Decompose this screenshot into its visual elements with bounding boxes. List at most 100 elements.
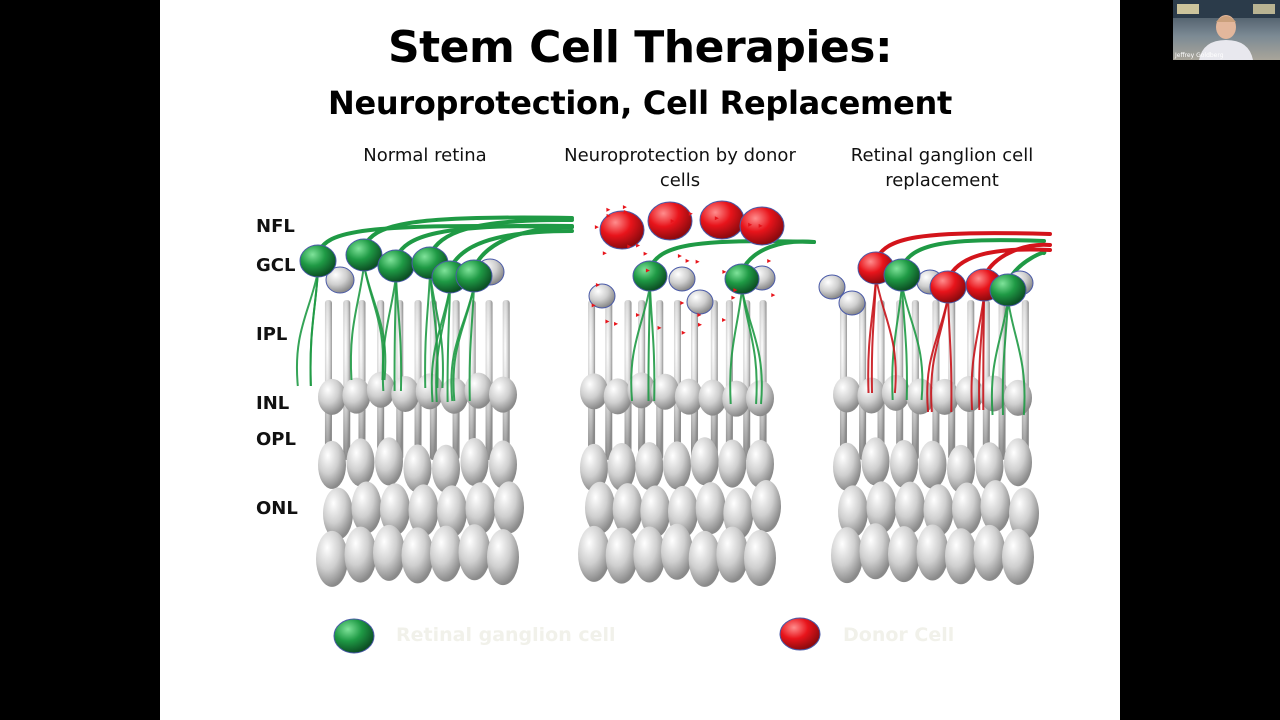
neurotrophic-factor — [670, 219, 675, 224]
retinal-ganglion-cell — [377, 249, 415, 283]
neurotrophic-factor — [623, 209, 628, 214]
neurotrophic-factor — [685, 258, 690, 263]
neurotrophic-factor — [595, 283, 600, 288]
dendrite — [381, 275, 397, 392]
muller-process — [743, 300, 751, 460]
photoreceptor-cell — [690, 437, 719, 486]
neurotrophic-factor — [714, 216, 719, 221]
dendrite — [729, 288, 743, 405]
neurotrophic-factor — [645, 268, 650, 273]
photoreceptor-cell — [318, 440, 346, 489]
presentation-slide: Stem Cell Therapies: Neuroprotection, Ce… — [160, 0, 1120, 720]
photoreceptor-cell — [465, 482, 496, 535]
muller-process — [759, 300, 767, 460]
panel-rgc-replacement — [818, 231, 1052, 585]
panel-title-normal-retina: Normal retina — [363, 145, 487, 166]
muller-process — [414, 300, 422, 460]
layer-label-onl: ONL — [256, 498, 298, 519]
photoreceptor-cell — [744, 529, 776, 586]
layer-label-inl: INL — [256, 393, 290, 414]
dendrite — [296, 270, 319, 387]
muller-process — [1021, 300, 1029, 460]
photoreceptor-cell — [351, 481, 382, 534]
neurotrophic-factor — [614, 321, 619, 326]
photoreceptor-cell — [859, 523, 892, 580]
photoreceptor-cell — [688, 530, 721, 587]
axon — [740, 239, 816, 273]
photoreceptor-cell — [401, 527, 434, 584]
photoreceptor-cell — [346, 438, 375, 487]
photoreceptor-cell — [831, 527, 863, 584]
dendrite — [446, 286, 451, 403]
dendrite — [870, 277, 877, 394]
photoreceptor-cell — [640, 485, 671, 538]
retinal-ganglion-cell — [724, 263, 760, 295]
photoreceptor-cell — [578, 525, 610, 582]
neurotrophic-factor — [606, 213, 611, 218]
panel-neuroprotection — [578, 200, 816, 587]
inl-cell — [415, 373, 444, 410]
slide-title: Stem Cell Therapies: — [387, 22, 893, 73]
dendrite — [395, 275, 403, 392]
participant-video-thumbnail[interactable]: Jeffrey Goldberg — [1173, 0, 1280, 60]
axon — [946, 247, 1052, 281]
layer-label-nfl: NFL — [256, 216, 295, 237]
inl-cell — [580, 373, 608, 410]
dendrite — [349, 264, 365, 381]
gcl-cell — [668, 266, 696, 292]
inl-cell — [603, 378, 632, 415]
donor-cell — [699, 200, 745, 240]
neurotrophic-factor — [748, 222, 753, 227]
axon — [648, 239, 816, 270]
photoreceptor-cell — [323, 487, 353, 540]
legend — [333, 617, 821, 654]
photoreceptor-cell — [973, 524, 1006, 581]
photoreceptor-cell — [489, 440, 517, 489]
neurotrophic-factor — [733, 288, 738, 293]
photoreceptor-cell — [890, 439, 918, 488]
muller-process — [605, 300, 613, 460]
inl-cell — [698, 379, 727, 416]
neurotrophic-factor — [606, 207, 611, 212]
photoreceptor-cell — [975, 442, 1004, 491]
inl-cell — [857, 377, 886, 414]
neurotrophic-factor — [657, 325, 662, 330]
dendrite — [309, 270, 319, 387]
dendrite — [947, 296, 953, 413]
muller-process — [859, 300, 867, 460]
dendrite — [630, 285, 651, 402]
inl-cell — [318, 378, 346, 415]
panel-normal-retina — [296, 215, 574, 587]
photoreceptor-cell — [585, 481, 615, 534]
gcl-cell — [325, 266, 355, 294]
photoreceptor-cell — [838, 485, 868, 538]
inl-cell — [342, 377, 371, 414]
photoreceptor-cell — [430, 525, 462, 582]
neurotrophic-factor — [771, 293, 776, 298]
photoreceptor-cell — [923, 484, 954, 537]
photoreceptor-cell — [633, 526, 666, 583]
dendrite — [424, 272, 431, 389]
photoreceptor-cell — [344, 526, 377, 583]
dendrite — [1001, 299, 1009, 416]
neurotrophic-factor — [688, 211, 693, 216]
neurotrophic-factor — [758, 223, 763, 228]
dendrite — [978, 294, 985, 411]
photoreceptor-cell — [947, 444, 975, 493]
inl-cell — [1004, 379, 1032, 416]
photoreceptor-cell — [612, 483, 643, 536]
retinal-ganglion-cell — [455, 259, 493, 293]
photoreceptor-cell — [895, 481, 925, 534]
photoreceptor-cell — [375, 437, 403, 486]
inl-cell — [979, 375, 1008, 412]
photoreceptor-cell — [916, 524, 949, 581]
dendrite — [429, 272, 439, 389]
dendrite — [990, 299, 1009, 416]
inl-cell — [746, 380, 774, 417]
dendrite — [901, 284, 924, 401]
photoreceptor-cell — [833, 442, 861, 491]
photoreceptor-cell — [716, 526, 749, 583]
slide-subtitle: Neuroprotection, Cell Replacement — [328, 84, 952, 122]
gcl-cell — [686, 289, 714, 315]
photoreceptor-cell — [408, 484, 439, 537]
